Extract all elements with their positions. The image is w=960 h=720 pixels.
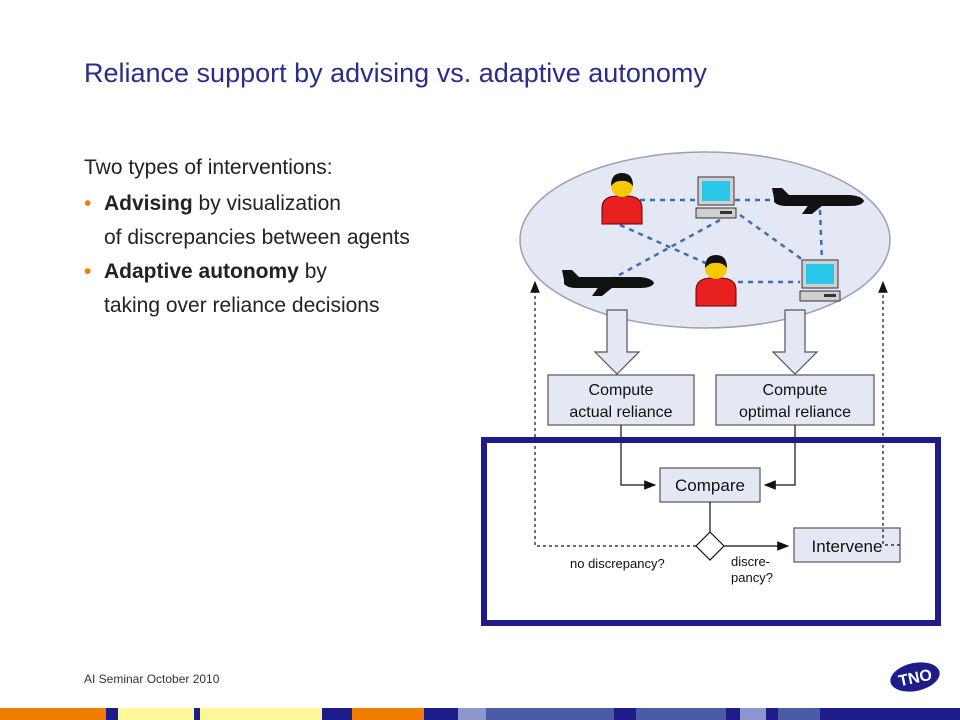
bar-segment bbox=[740, 708, 766, 720]
bar-segment bbox=[194, 708, 200, 720]
bar-segment bbox=[486, 708, 614, 720]
intervene-box: Intervene bbox=[793, 527, 901, 563]
bar-segment bbox=[614, 708, 636, 720]
bullet-text-line2: of discrepancies between agents bbox=[104, 226, 410, 249]
bar-segment bbox=[106, 708, 118, 720]
bar-segment bbox=[636, 708, 726, 720]
person-icon bbox=[695, 255, 737, 307]
compute-actual-box: Compute actual reliance bbox=[547, 374, 695, 426]
airplane-icon bbox=[772, 188, 864, 214]
bullet-bold: Advising bbox=[104, 192, 193, 215]
no-discrepancy-label: no discrepancy? bbox=[570, 556, 665, 571]
bar-segment bbox=[766, 708, 778, 720]
bar-segment bbox=[118, 708, 194, 720]
slide-title: Reliance support by advising vs. adaptiv… bbox=[84, 58, 707, 88]
compute-actual-line2: actual reliance bbox=[569, 404, 672, 421]
computer-icon bbox=[799, 259, 841, 302]
bar-segment bbox=[352, 708, 424, 720]
bullet-dot: • bbox=[84, 192, 92, 215]
airplane-icon bbox=[562, 270, 654, 296]
bar-segment bbox=[458, 708, 486, 720]
arrow-actual-to-compare bbox=[620, 425, 657, 490]
compare-box: Compare bbox=[659, 467, 761, 503]
compute-optimal-box: Compute optimal reliance bbox=[715, 374, 875, 426]
discrepancy-label-line2: pancy? bbox=[731, 570, 773, 585]
decision-diamond bbox=[695, 531, 725, 561]
tno-logo: TNO bbox=[890, 662, 940, 692]
bar-segment bbox=[778, 708, 820, 720]
compute-optimal-line2: optimal reliance bbox=[739, 404, 851, 421]
intro-text: Two types of interventions: bbox=[84, 156, 333, 179]
footer-text: AI Seminar October 2010 bbox=[84, 672, 220, 686]
arrow-optimal-to-compare bbox=[763, 425, 796, 490]
bar-segment bbox=[200, 708, 322, 720]
feedback-no-discrepancy bbox=[530, 280, 696, 547]
bar-segment bbox=[424, 708, 458, 720]
bullet-rest: by bbox=[298, 260, 327, 283]
bullet-text-line2: taking over reliance decisions bbox=[104, 294, 380, 317]
down-arrow-optimal bbox=[771, 309, 819, 375]
logo-lettering: TNO bbox=[897, 667, 934, 691]
compute-actual-line1: Compute bbox=[589, 382, 654, 399]
bar-segment bbox=[0, 708, 106, 720]
bullet-rest: by visualization bbox=[192, 192, 341, 215]
network-links bbox=[609, 198, 824, 284]
bullet-bold: Adaptive autonomy bbox=[104, 260, 299, 283]
compute-optimal-line1: Compute bbox=[763, 382, 828, 399]
down-arrow-actual bbox=[593, 309, 641, 375]
computer-icon bbox=[695, 176, 737, 219]
highlight-frame bbox=[481, 437, 941, 626]
bar-segment bbox=[726, 708, 740, 720]
intervene-label: Intervene bbox=[812, 537, 883, 556]
bullet-dot: • bbox=[84, 260, 92, 283]
compare-label: Compare bbox=[675, 476, 745, 495]
person-icon bbox=[601, 173, 643, 225]
bar-segment bbox=[322, 708, 352, 720]
bullet-text: Advising by visualization bbox=[104, 187, 341, 221]
discrepancy-label-line1: discre- bbox=[731, 554, 770, 569]
feedback-intervene bbox=[878, 280, 900, 546]
bullet-text: Adaptive autonomy by bbox=[104, 255, 327, 289]
bar-segment bbox=[820, 708, 960, 720]
